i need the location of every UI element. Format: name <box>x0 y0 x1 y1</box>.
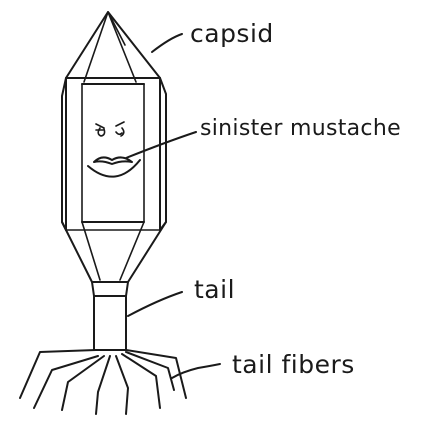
tail-fibers <box>20 350 186 414</box>
label-capsid: capsid <box>190 19 274 48</box>
tail <box>92 282 128 350</box>
capsid-leader <box>152 34 182 52</box>
label-tail-fibers: tail fibers <box>232 350 355 379</box>
leader-lines <box>126 34 220 378</box>
right-eye <box>121 128 124 136</box>
tail-leader <box>128 292 182 316</box>
face <box>88 122 140 177</box>
label-tail: tail <box>194 275 235 304</box>
label-sinister-mustache: sinister mustache <box>200 116 401 141</box>
capsid <box>62 12 166 282</box>
